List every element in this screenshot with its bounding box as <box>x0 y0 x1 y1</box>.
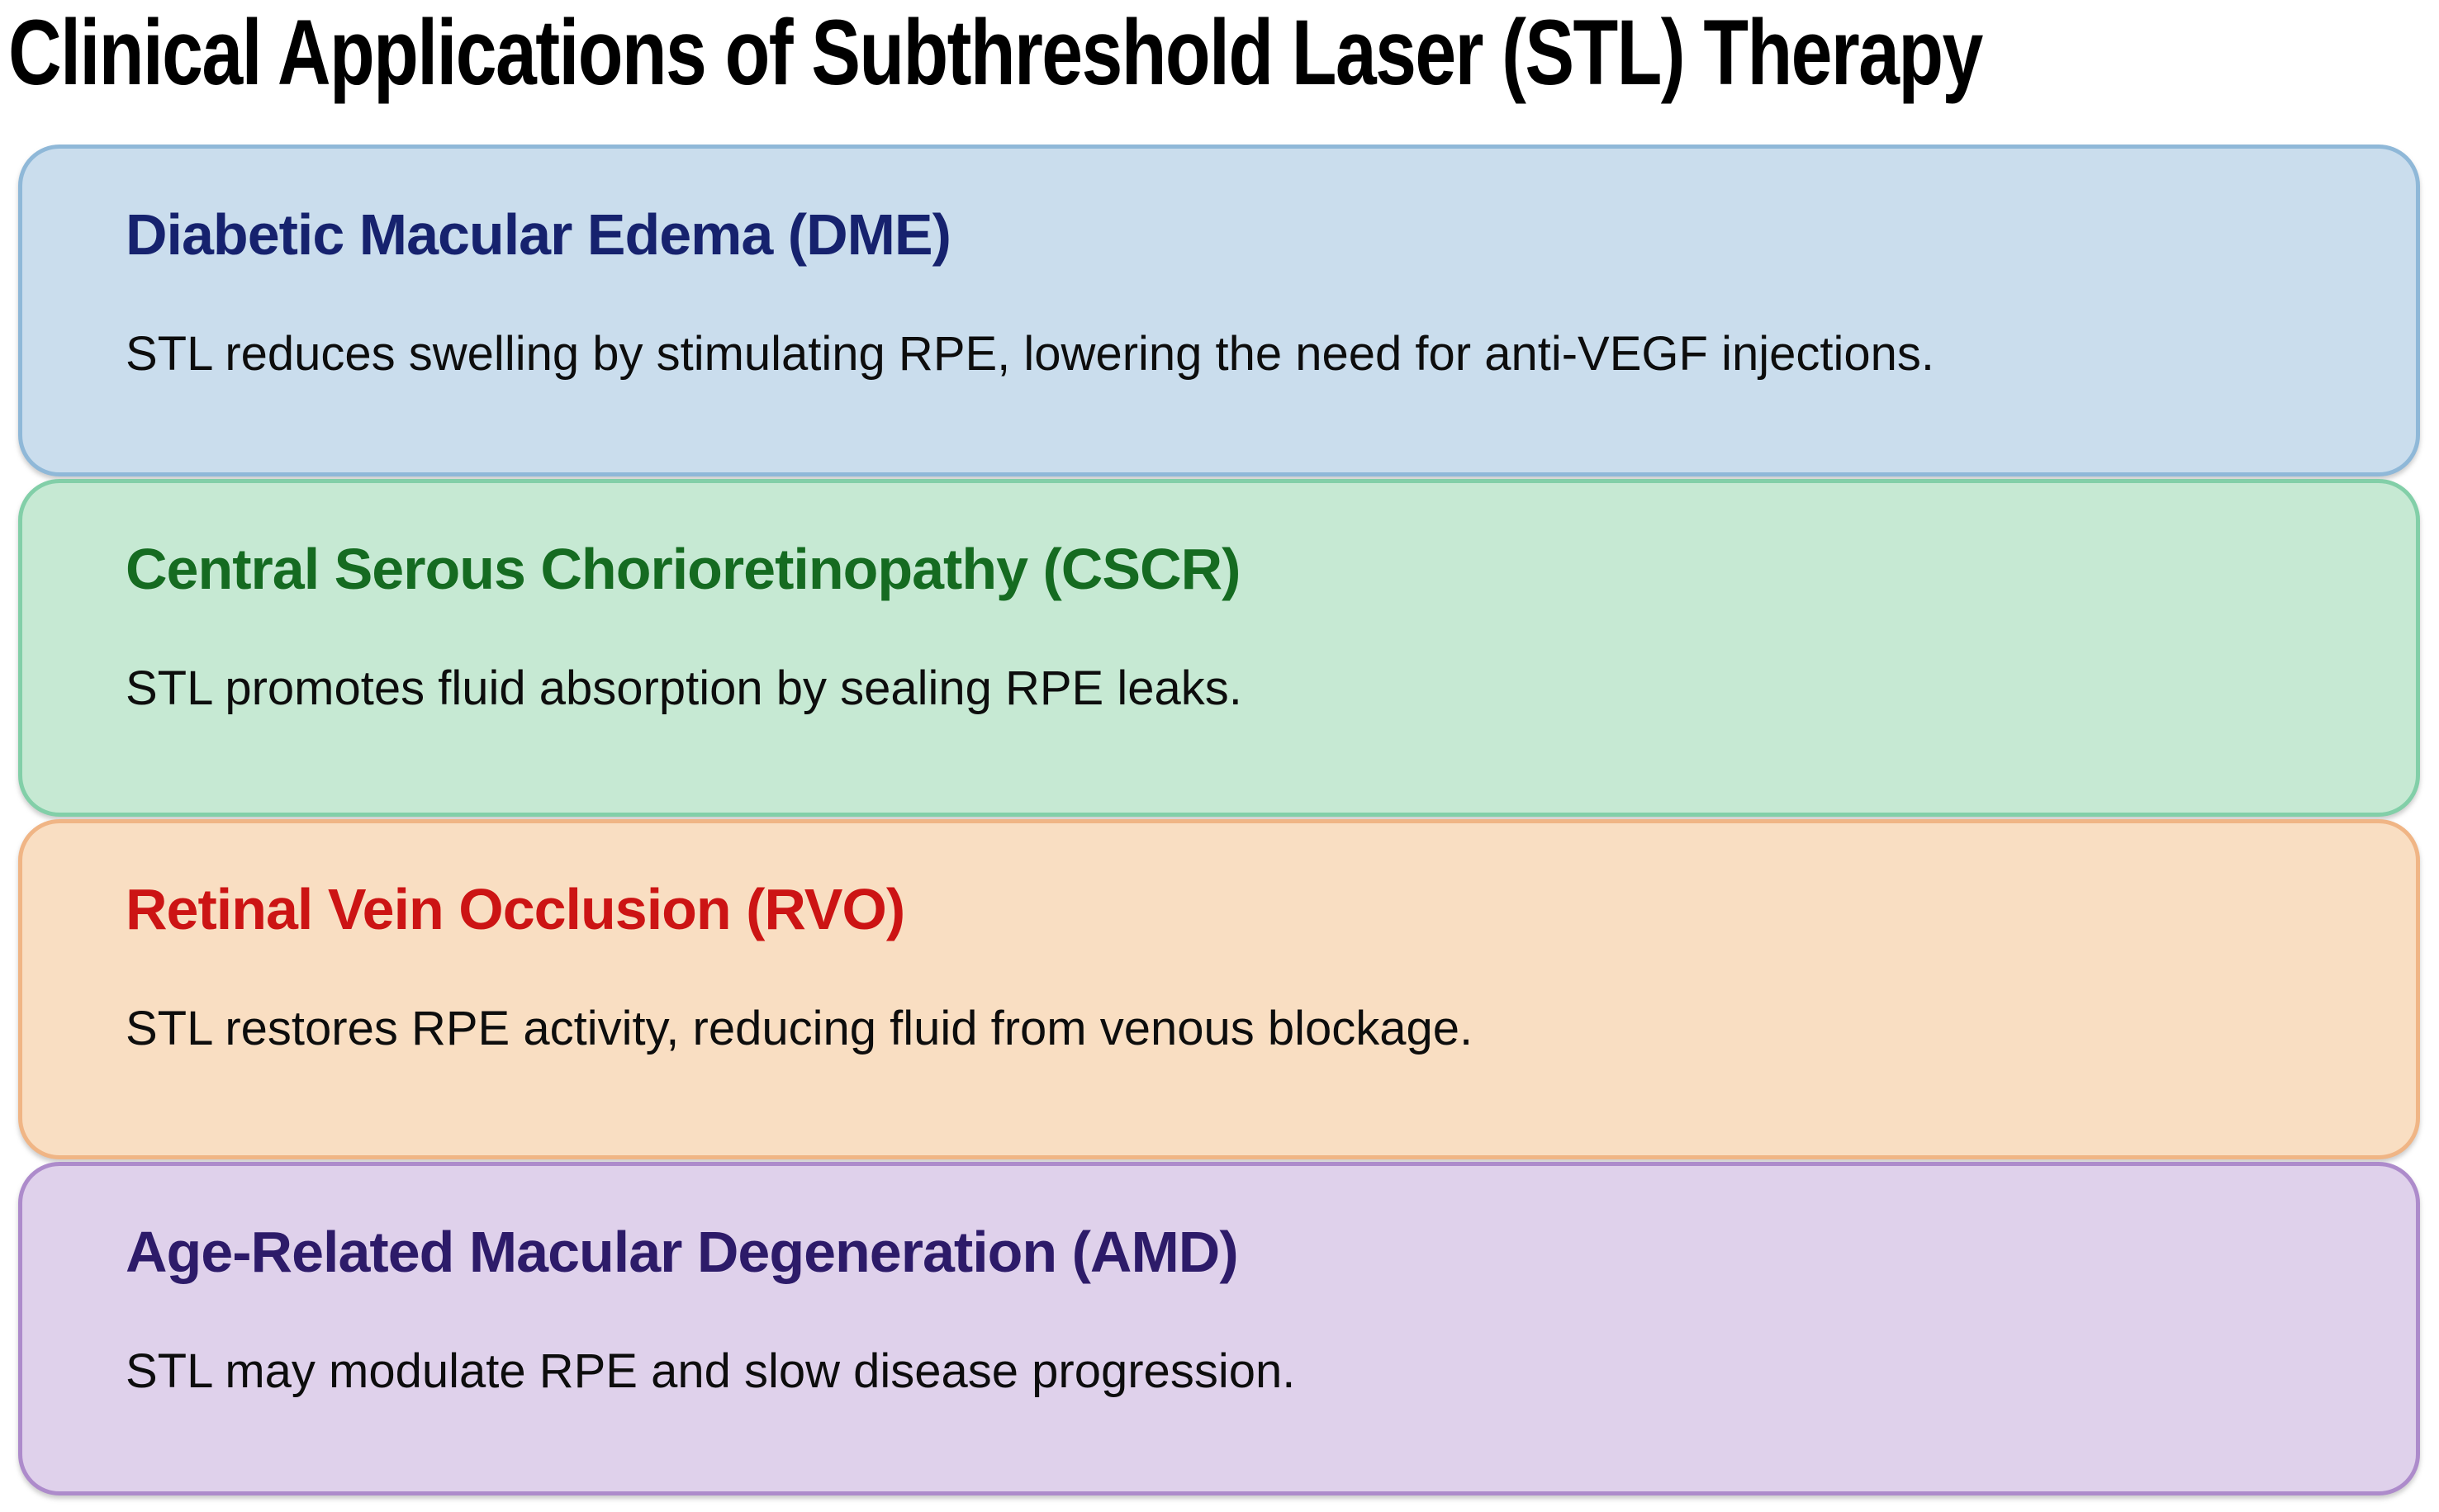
card-rvo-heading: Retinal Vein Occlusion (RVO) <box>126 877 905 941</box>
card-rvo: Retinal Vein Occlusion (RVO) STL restore… <box>18 819 2420 1159</box>
card-amd-heading: Age-Related Macular Degeneration (AMD) <box>126 1220 1239 1284</box>
card-cscr-heading: Central Serous Chorioretinopathy (CSCR) <box>126 537 1241 601</box>
card-dme-heading: Diabetic Macular Edema (DME) <box>126 202 951 267</box>
page-title: Clinical Applications of Subthreshold La… <box>8 1 1983 104</box>
card-amd: Age-Related Macular Degeneration (AMD) S… <box>18 1162 2420 1495</box>
card-cscr: Central Serous Chorioretinopathy (CSCR) … <box>18 479 2420 817</box>
card-rvo-body: STL restores RPE activity, reducing flui… <box>126 1002 1473 1055</box>
card-stack: Diabetic Macular Edema (DME) STL reduces… <box>18 145 2420 1495</box>
card-amd-body: STL may modulate RPE and slow disease pr… <box>126 1344 1296 1398</box>
card-dme-body: STL reduces swelling by stimulating RPE,… <box>126 327 1934 381</box>
card-dme: Diabetic Macular Edema (DME) STL reduces… <box>18 145 2420 476</box>
card-cscr-body: STL promotes fluid absorption by sealing… <box>126 661 1242 715</box>
